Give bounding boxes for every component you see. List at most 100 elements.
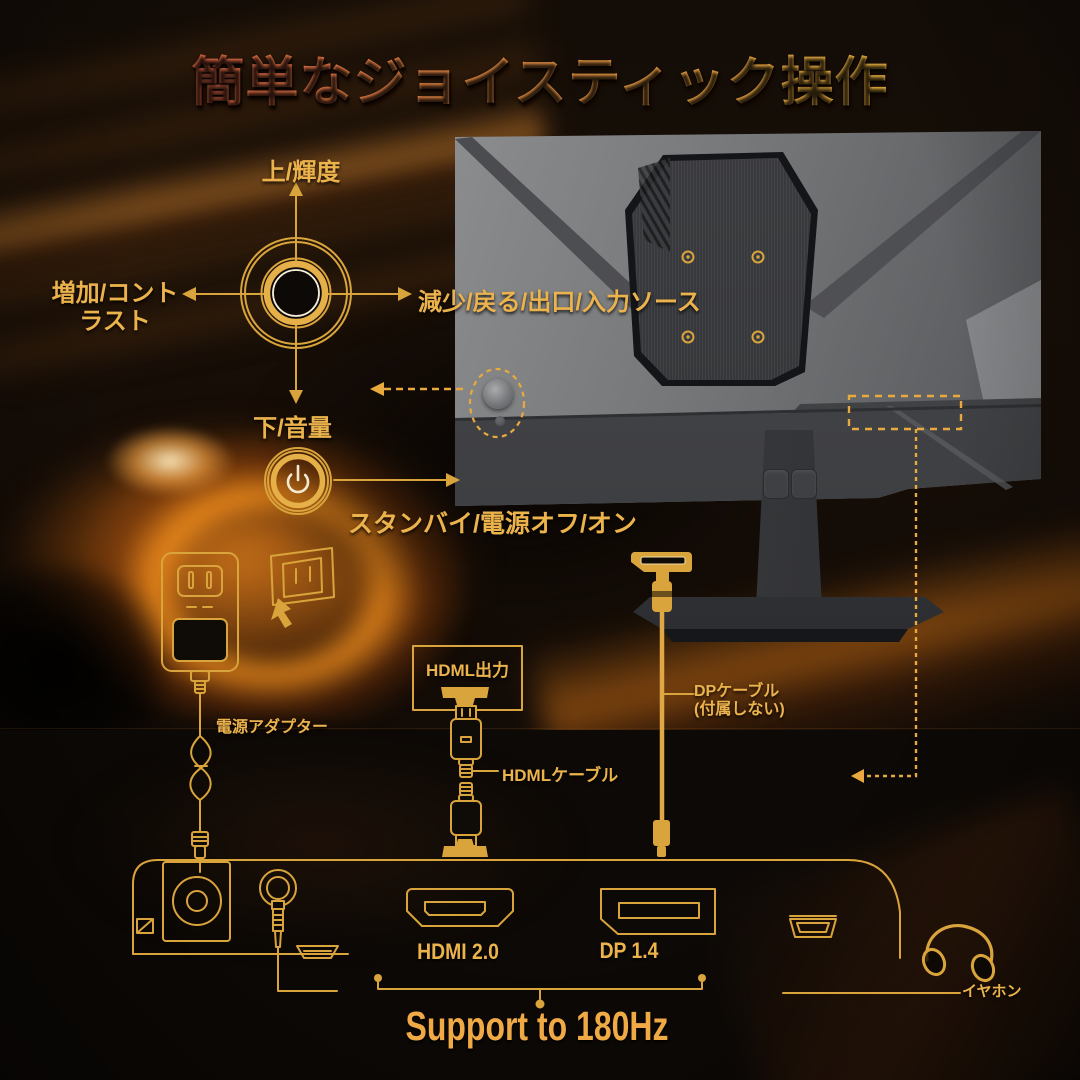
joystick-inner-white-ring	[272, 269, 320, 317]
dp-cable-label: DPケーブル (付属しない)	[694, 683, 785, 720]
stand-bracket-outline	[296, 945, 339, 959]
audio-plug-cap	[271, 900, 285, 910]
car-headlight	[105, 425, 235, 497]
headphone-cup-right	[970, 953, 996, 983]
joystick-callout-ellipse	[468, 367, 526, 439]
screw-icon	[751, 330, 765, 344]
underside-outline	[132, 859, 901, 959]
screw-icon	[681, 330, 695, 344]
hdmi-plug-1	[455, 705, 477, 720]
power-button[interactable]	[264, 447, 460, 515]
bracket-dot-right	[698, 974, 706, 982]
hdmi-chain-drawing	[412, 645, 523, 857]
audio-jack-inner	[266, 876, 290, 900]
joystick-left-label-line1: 増加/コント	[51, 280, 179, 307]
screw-icon	[751, 250, 765, 264]
car-wheel-shadow	[0, 530, 200, 730]
monitor-power-led	[495, 416, 505, 426]
joystick-left-label-line2: ラスト	[79, 307, 151, 335]
joystick-right-label: 減少/戻る/出口/入力ソース	[418, 289, 701, 316]
headphone-cup-left	[921, 947, 947, 977]
dp-cable-label-line1: DPケーブル	[694, 683, 780, 700]
audio-plug-cable	[277, 946, 338, 992]
port-area-callout-rect	[847, 394, 963, 431]
label-tag	[136, 918, 154, 934]
adapter-socket	[177, 565, 223, 597]
dp-chain-drawing	[630, 551, 697, 857]
power-outer-ring-1	[264, 447, 332, 515]
audio-plug-tip	[274, 930, 282, 948]
joystick-down-label: 下/音量	[253, 415, 332, 442]
cable-clip-right	[791, 469, 817, 499]
dc-plug-body	[191, 831, 209, 847]
hdmi-connector-1-tip	[459, 764, 473, 778]
joystick-outer-ring-2	[244, 241, 348, 345]
hdmi-connector-2-tip	[459, 782, 473, 796]
hdmi-female-gold-bottom	[442, 839, 488, 857]
headphones-icon	[921, 923, 996, 983]
dp-port-outline	[600, 888, 716, 935]
right-arrow-icon	[398, 287, 412, 301]
power-adapter-label: 電源アダプター	[216, 719, 329, 736]
adapter-strain-relief	[190, 670, 210, 682]
cable-coil	[189, 735, 212, 801]
monitor-joystick-button[interactable]	[483, 379, 513, 409]
power-thick-ring	[270, 453, 326, 509]
joystick-mid-ring	[260, 257, 332, 329]
wall-outlet-drawing	[270, 547, 335, 628]
hdmi-connector-1-body	[450, 718, 482, 760]
joystick-outer-ring-1	[240, 237, 352, 349]
power-icon	[286, 464, 310, 494]
vesa-screws	[681, 250, 765, 344]
dp-port-label: DP 1.4	[599, 938, 659, 963]
left-arrow-icon	[182, 287, 196, 301]
joystick-thick-ring[interactable]	[263, 260, 329, 326]
earphone-label: イヤホン	[962, 983, 1022, 1000]
joystick-center-disc	[269, 266, 323, 320]
port-callout-path	[864, 429, 918, 778]
power-arrow-head-icon	[446, 473, 460, 487]
bracket-dot-left	[374, 974, 382, 982]
dp-port-slot	[618, 902, 700, 919]
adapter-strain-tip	[194, 680, 206, 694]
joystick-diagram	[182, 182, 412, 404]
hdmi-connector-2-body	[450, 800, 482, 836]
dp-cable-end-tip	[657, 846, 666, 857]
power-jack-housing	[162, 861, 231, 942]
adapter-label-plate	[172, 618, 228, 662]
dp-connector-slot	[641, 557, 685, 564]
power-adapter-drawing	[161, 552, 239, 873]
dp-connector-neck	[656, 572, 669, 581]
adapter-prong-slot	[206, 571, 212, 589]
dp-cable-label-line2: (付属しない)	[694, 701, 785, 719]
down-arrow-icon	[289, 390, 303, 404]
page-title: 簡単なジョイスティック操作	[100, 40, 980, 116]
hdmi-port-outline	[406, 888, 514, 927]
outlet-plate	[270, 547, 335, 606]
cable-clip-left	[763, 469, 789, 499]
photo-bottom-edge	[0, 728, 1080, 729]
dashed-annotations	[370, 367, 963, 783]
audio-out-port-slot	[796, 922, 830, 933]
support-180hz-label: Support to 180Hz	[405, 1003, 669, 1049]
dp-cable-end-body	[653, 820, 670, 846]
power-jack-outer	[172, 876, 222, 926]
headphone-band	[925, 923, 994, 964]
bottom-left-glow	[60, 740, 580, 950]
support-bracket	[374, 974, 706, 1009]
hdmi-source-label: HDML出力	[425, 661, 510, 680]
joystick-left-label: 増加/コント ラスト	[30, 280, 200, 335]
adapter-prong-slot	[188, 571, 194, 589]
screw-icon	[681, 250, 695, 264]
up-arrow-icon	[289, 182, 303, 196]
joystick-up-label: 上/輝度	[261, 159, 341, 186]
joystick-callout-arrow-icon	[370, 382, 384, 396]
hdmi-female-gold-top	[441, 687, 489, 705]
hdmi-port-label: HDMI 2.0	[417, 939, 499, 964]
audio-out-port-outline	[789, 918, 837, 938]
